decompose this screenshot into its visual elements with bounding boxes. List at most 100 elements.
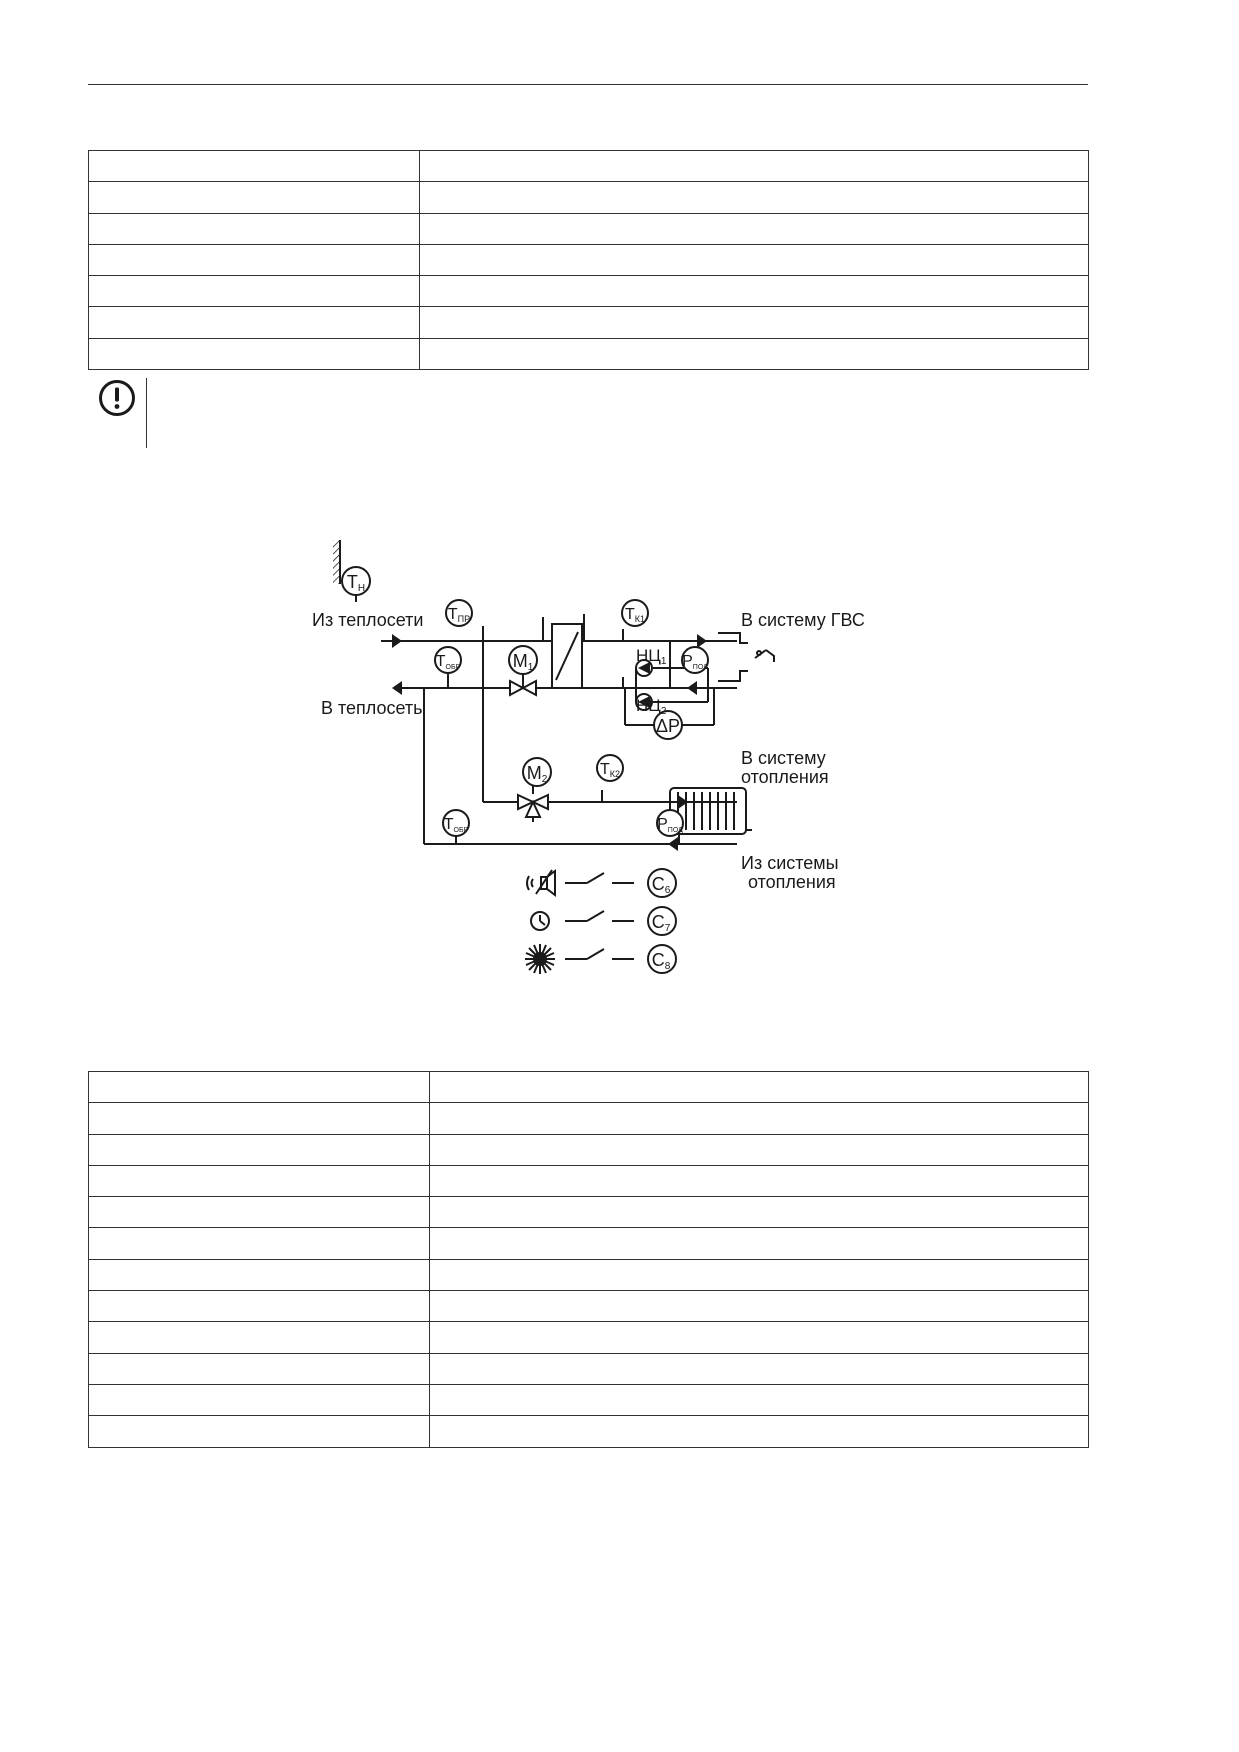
table-cell [429, 1102, 1089, 1135]
table-cell [429, 1164, 1089, 1198]
table-cell [88, 1227, 430, 1260]
table-cell [419, 243, 1089, 277]
table-row [88, 243, 1089, 277]
table-row [88, 1102, 1089, 1135]
sensor-tn-label: TН [347, 572, 365, 594]
table-cell [429, 1383, 1089, 1417]
table-row [88, 337, 1089, 371]
flow-arrows [392, 634, 707, 851]
table-cell [429, 1133, 1089, 1166]
label-from-heating-1: Из системы [741, 853, 839, 873]
table-row [88, 1196, 1089, 1229]
actuator-m1 [508, 645, 538, 675]
sensor-tpr-label: TПР [448, 606, 470, 624]
table-row [88, 149, 1089, 183]
warning-divider [146, 378, 147, 448]
table-cell [88, 306, 420, 339]
table-row [88, 306, 1089, 339]
contact-switches [565, 872, 634, 960]
sensor-ppod-2 [656, 809, 684, 837]
table-cell [88, 1070, 430, 1104]
sensor-tpr [445, 599, 473, 627]
valve-m1-icon [509, 679, 537, 697]
table-row [88, 1133, 1089, 1166]
table-cell [88, 1196, 430, 1229]
table-cell [429, 1196, 1089, 1229]
table-cell [419, 181, 1089, 214]
sensor-tk2 [596, 754, 624, 782]
table-row [88, 1383, 1089, 1417]
faucet-icon [754, 649, 775, 662]
table-cell [419, 306, 1089, 339]
heating-scheme-diagram: TН TПР TОБР M1 TК1 PПОД ΔP M2 TК2 TОБР P… [312, 540, 865, 974]
exclamation-circle-icon [99, 380, 135, 416]
sensor-tobr-1 [434, 646, 462, 674]
table-cell [419, 212, 1089, 245]
valve-m2-icon [517, 793, 549, 818]
sensor-ppod-1-label: PПОД [682, 653, 708, 671]
table-cell [429, 1258, 1089, 1292]
table-cell [88, 212, 420, 245]
table-cell [419, 149, 1089, 183]
header-rule [88, 84, 1088, 85]
sensor-tn [341, 566, 371, 596]
table-row [88, 1164, 1089, 1198]
table-cell [88, 181, 420, 214]
table-cell [429, 1070, 1089, 1104]
label-to-heating-1: В систему [741, 748, 826, 768]
sensor-tobr-2-label: TОБР [444, 816, 469, 834]
table-cell [88, 1352, 430, 1385]
label-to-heating-2: отопления [741, 767, 829, 787]
table-cell [419, 337, 1089, 371]
contact-c6-label: C6 [652, 874, 671, 896]
table-cell [88, 149, 420, 183]
table-row [88, 1070, 1089, 1104]
sensor-dp-label: ΔP [656, 716, 680, 736]
actuator-m2-label: M2 [527, 763, 548, 785]
contact-c6 [647, 868, 677, 898]
sensor-tk2-label: TК2 [600, 761, 620, 779]
pump-nc1-icon [635, 659, 653, 677]
table-cell [88, 275, 420, 308]
table-cell [429, 1415, 1089, 1448]
label-from-network: Из теплосети [312, 610, 423, 630]
label-from-heating-2: отопления [748, 872, 836, 892]
table-cell [88, 1164, 430, 1198]
table-row [88, 181, 1089, 214]
actuator-m1-label: M1 [513, 651, 534, 673]
pump-nc1-label: НЦ1 [636, 646, 667, 667]
contact-c8 [647, 944, 677, 974]
table-cell [419, 275, 1089, 308]
table-row [88, 1321, 1089, 1354]
actuator-m2 [522, 757, 552, 787]
parameter-table-1 [88, 149, 1089, 371]
pump-nc2-icon [635, 693, 653, 711]
sensor-tk1-label: TК1 [625, 606, 645, 624]
table-cell [429, 1227, 1089, 1260]
table-row [88, 1352, 1089, 1385]
table-cell [88, 1102, 430, 1135]
pump-nc2-label: НЦ2 [636, 696, 667, 717]
table-row [88, 1415, 1089, 1448]
speaker-mute-icon [526, 869, 556, 897]
contact-c7-label: C7 [652, 912, 671, 934]
parameter-table-2 [88, 1070, 1089, 1448]
table-row [88, 212, 1089, 245]
sensor-ppod-1 [681, 646, 709, 674]
table-row [88, 275, 1089, 308]
table-row [88, 1290, 1089, 1323]
table-row [88, 1227, 1089, 1260]
table-cell [88, 1290, 430, 1323]
table-cell [88, 1415, 430, 1448]
contact-c7 [647, 906, 677, 936]
sensor-tk1 [621, 599, 649, 627]
label-to-network: В теплосеть [321, 698, 423, 718]
wall-hatch-icon [333, 540, 341, 584]
table-row [88, 1258, 1089, 1292]
sensor-dp [653, 710, 683, 740]
table-cell [88, 1258, 430, 1292]
sun-icon [525, 944, 555, 974]
contact-c8-label: C8 [652, 950, 671, 972]
table-cell [429, 1321, 1089, 1354]
table-cell [88, 243, 420, 277]
